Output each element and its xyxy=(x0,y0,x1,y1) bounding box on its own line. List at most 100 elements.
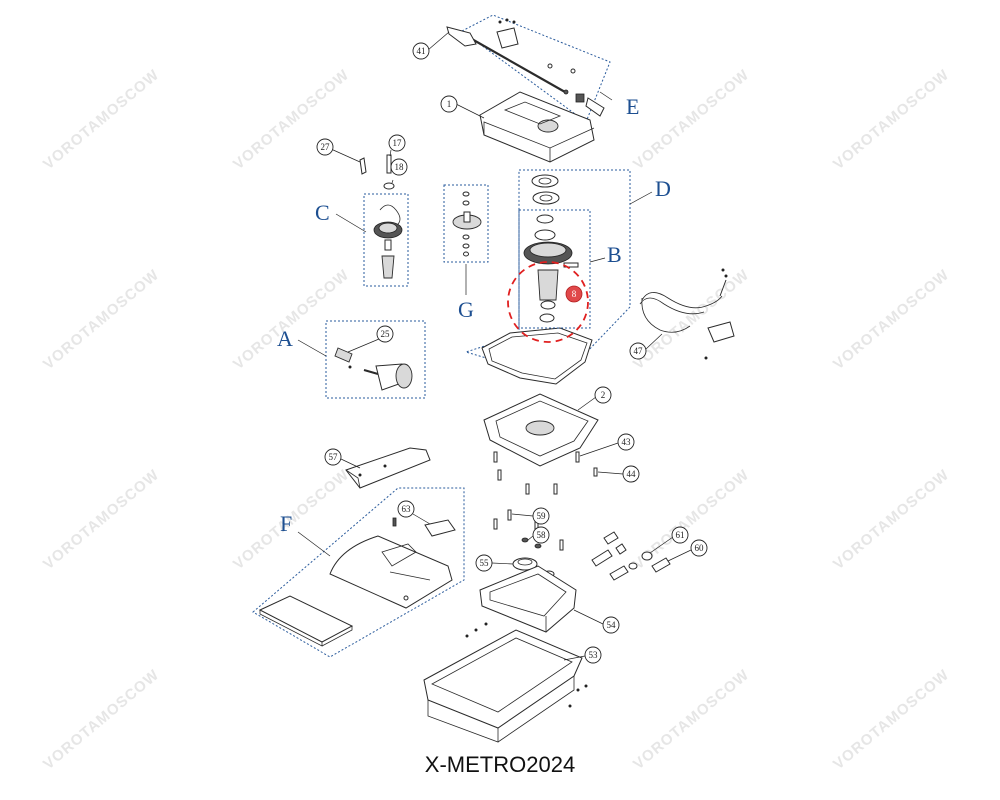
ring-b-part xyxy=(539,313,555,323)
callout-8-label: 8 xyxy=(572,289,577,299)
block-part xyxy=(575,93,585,103)
callout-41-label: 41 xyxy=(417,46,426,56)
callout-59-leader xyxy=(511,513,534,517)
panel-edge xyxy=(321,626,353,647)
callout-57 xyxy=(324,448,342,466)
group-d-label: D xyxy=(655,176,671,201)
callout-53 xyxy=(584,646,602,664)
pin-part xyxy=(563,89,569,95)
callout-27-label: 27 xyxy=(321,142,331,152)
callout-1-leader xyxy=(455,103,485,119)
housing-panel xyxy=(503,101,562,125)
worm-a-part xyxy=(334,347,353,363)
callout-59 xyxy=(532,507,550,525)
screw-part xyxy=(498,20,502,24)
gear-b-face xyxy=(529,242,567,258)
pins-60-61: 61 60 xyxy=(591,526,708,581)
baseplate-inner xyxy=(495,400,589,457)
callout-18 xyxy=(390,158,408,176)
cable-loop xyxy=(641,297,691,333)
screw-part xyxy=(505,18,509,22)
cover-logo-line xyxy=(389,571,431,581)
screw-part xyxy=(465,634,469,638)
connector-part xyxy=(707,321,735,343)
callout-57-label: 57 xyxy=(329,452,339,462)
group-e-label: E xyxy=(626,94,639,119)
callout-44-leader xyxy=(597,471,624,475)
housing-opening xyxy=(537,119,559,133)
screw-part xyxy=(493,518,498,530)
screw-part xyxy=(553,483,558,495)
fasteners-55-58-59: 59 58 55 xyxy=(475,507,564,578)
ring-61-part xyxy=(641,551,653,561)
screw-part xyxy=(568,704,572,708)
group-a-leader xyxy=(297,339,327,357)
group-b-leader xyxy=(589,257,606,263)
callout-8 xyxy=(565,285,583,303)
screw-part xyxy=(704,356,708,360)
callout-44-label: 44 xyxy=(627,469,637,479)
tray-54-inner xyxy=(489,573,567,617)
callout-60-leader xyxy=(667,549,692,562)
callout-43-leader xyxy=(579,442,619,457)
group-a-box xyxy=(325,320,426,399)
bushing-b-part xyxy=(540,300,556,310)
screw-part xyxy=(493,451,498,463)
group-a-label: A xyxy=(277,326,293,351)
hole-part xyxy=(358,473,362,477)
callout-61 xyxy=(671,526,689,544)
group-c: C xyxy=(315,193,409,287)
gear-c-hub xyxy=(378,222,398,234)
callout-63 xyxy=(397,500,415,518)
washer-g-part xyxy=(462,191,470,197)
washer-g-part xyxy=(462,243,470,249)
tray-54-body xyxy=(479,565,577,633)
callout-47-label: 47 xyxy=(634,346,644,356)
hole-part xyxy=(383,464,387,468)
screw-part xyxy=(525,483,530,495)
callout-2-label: 2 xyxy=(601,390,606,400)
group-c-leader xyxy=(335,213,367,233)
panel-edge xyxy=(259,610,323,647)
callout-54-leader xyxy=(573,609,604,625)
group-b-box xyxy=(518,209,591,329)
pin-part xyxy=(609,565,629,581)
part-53-base: 53 xyxy=(423,622,602,743)
screw-part xyxy=(593,467,598,477)
screw-part xyxy=(584,684,588,688)
base-53-side xyxy=(497,676,575,743)
callout-18-leader xyxy=(391,179,394,184)
bracket-57-body xyxy=(345,447,431,489)
highlight-part-8: 8 xyxy=(507,261,589,343)
group-g-label: G xyxy=(458,297,474,322)
cap-63-part xyxy=(424,519,456,537)
cover-hole xyxy=(403,595,409,601)
bracket-57-edge xyxy=(345,469,361,489)
gasket-part xyxy=(481,327,593,385)
group-g: G xyxy=(443,184,489,322)
callout-54-label: 54 xyxy=(607,620,617,630)
worm-c-part xyxy=(381,255,395,279)
washer-g-part xyxy=(462,200,470,206)
group-c-label: C xyxy=(315,200,330,225)
callout-25-leader xyxy=(347,338,380,353)
bracket-part xyxy=(496,27,519,49)
callout-53-leader xyxy=(563,655,586,661)
nut-part xyxy=(547,63,553,69)
ring-part xyxy=(628,562,638,570)
screw-part xyxy=(724,274,728,278)
washer-g-part xyxy=(463,251,469,257)
part-54-tray: 54 xyxy=(479,565,620,634)
callout-54 xyxy=(602,616,620,634)
cable-loop xyxy=(639,297,705,315)
callout-1-label: 1 xyxy=(447,99,452,109)
part-1-housing: 1 xyxy=(440,91,595,163)
callout-58-leader xyxy=(527,535,534,541)
callout-58 xyxy=(532,526,550,544)
motor-endcap xyxy=(395,363,413,389)
washer-b-part xyxy=(534,229,556,241)
callout-58-label: 58 xyxy=(537,530,547,540)
washer-d-hole xyxy=(539,194,553,202)
screw-part xyxy=(497,469,502,481)
part-2-baseplate: 2 43 44 xyxy=(483,386,640,495)
